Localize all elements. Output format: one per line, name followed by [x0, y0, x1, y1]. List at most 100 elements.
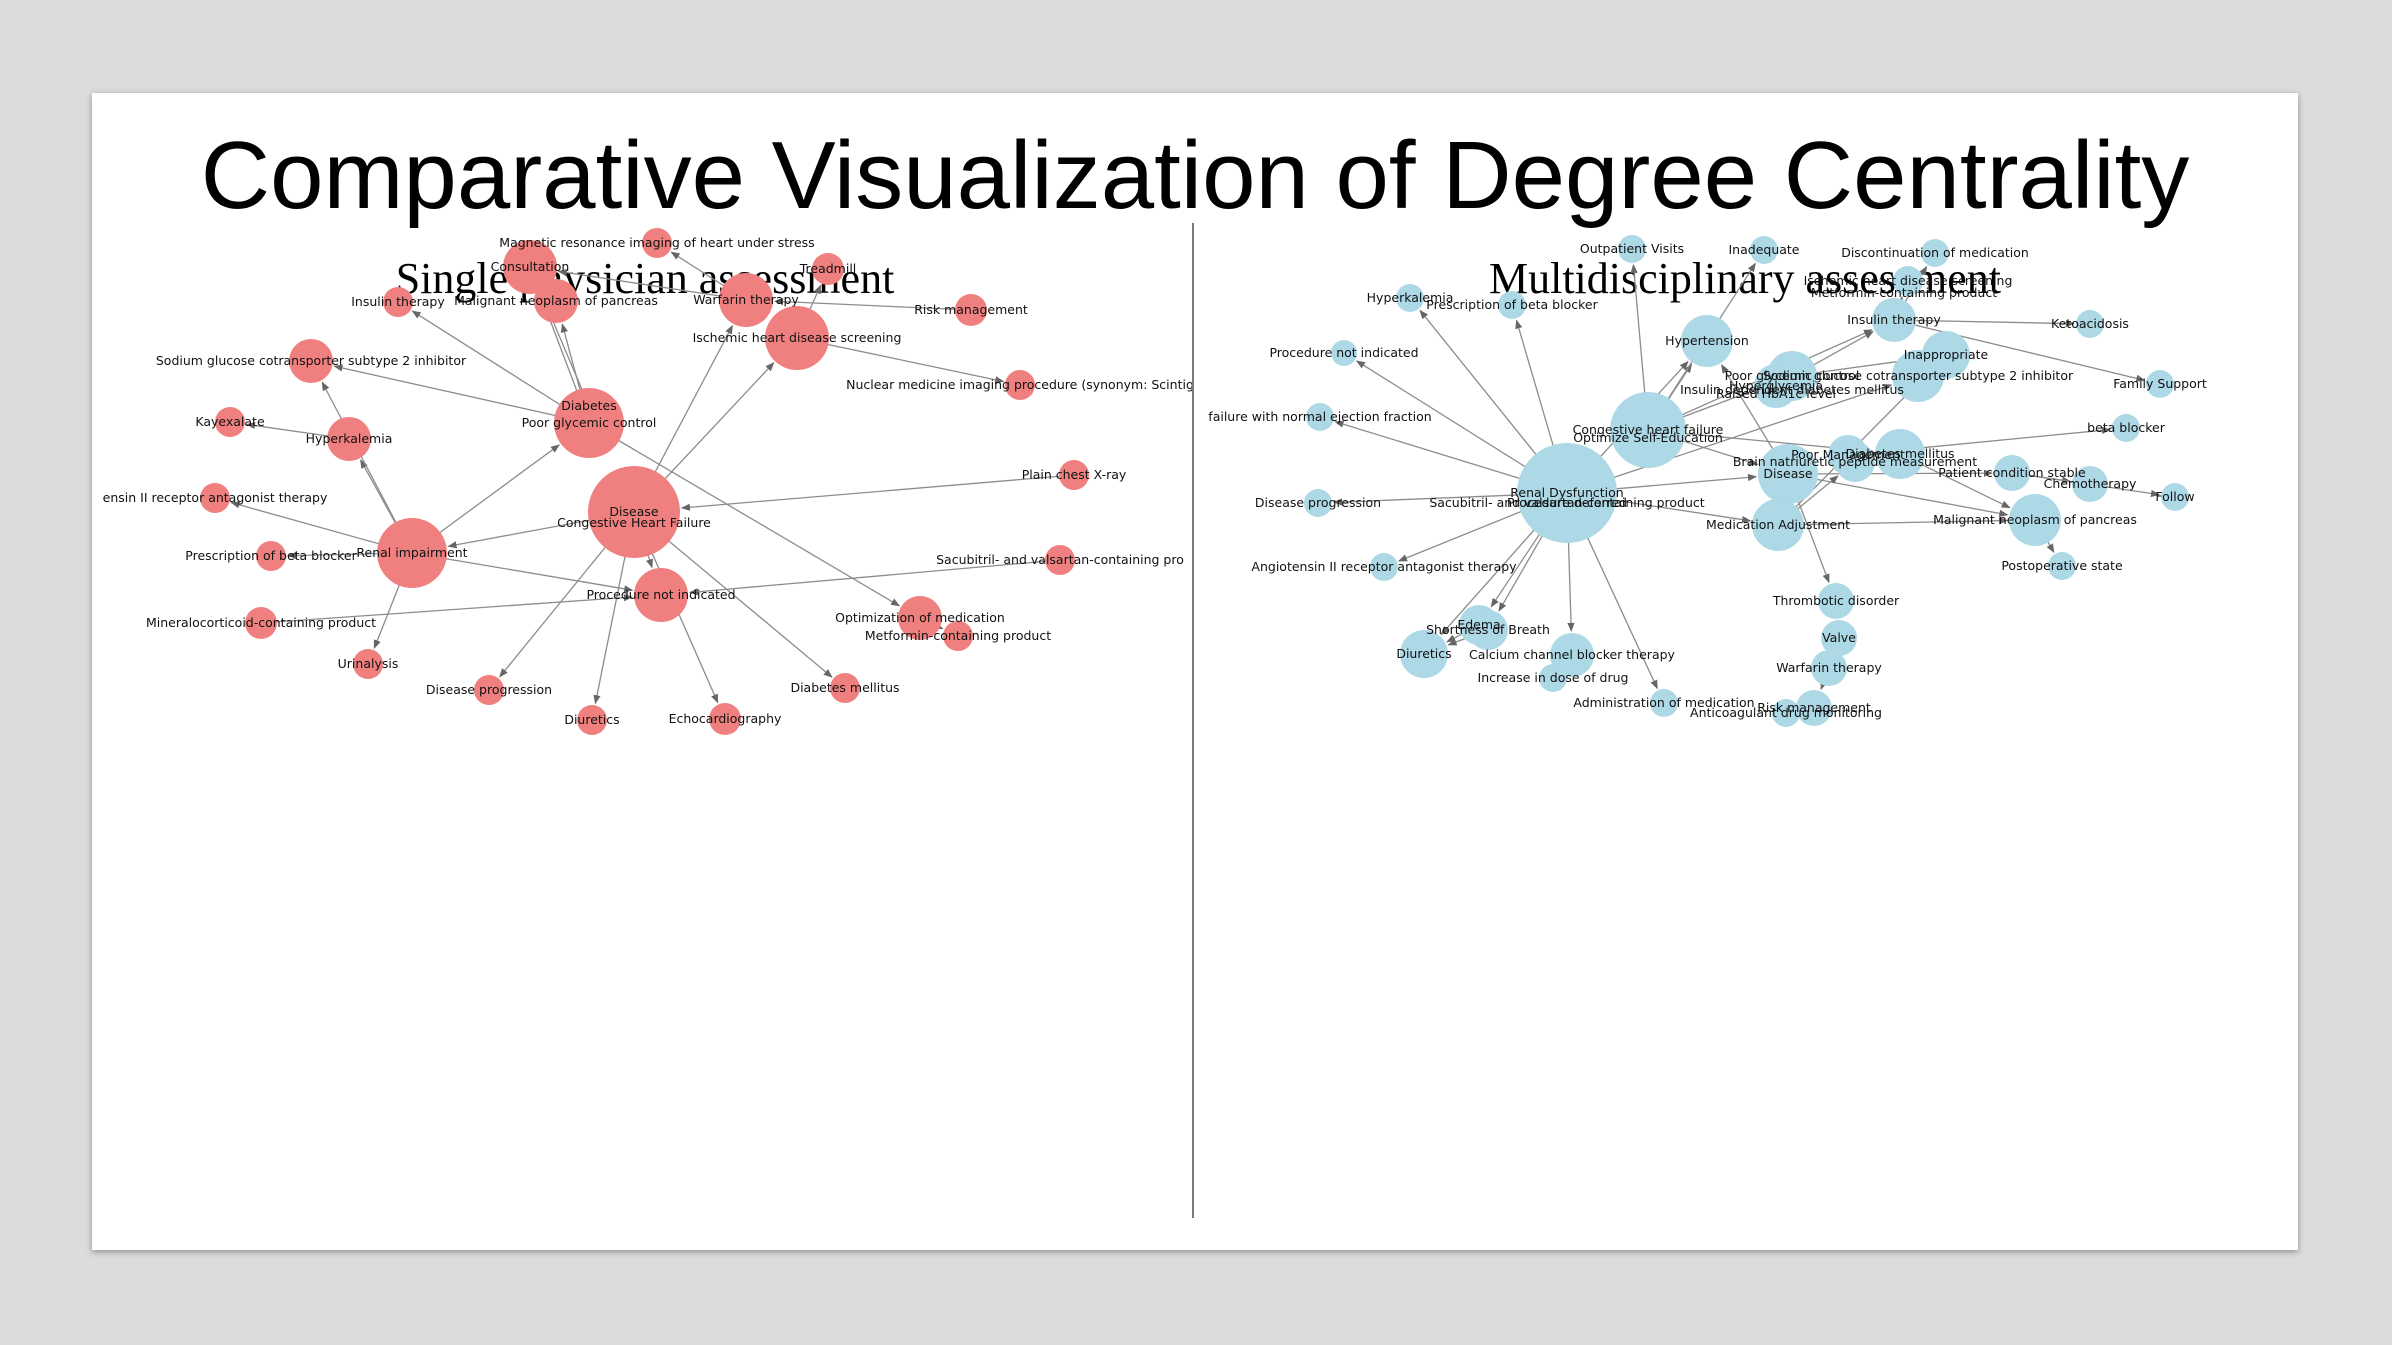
- right-label-incdose: Increase in dose of drug: [1478, 670, 1629, 685]
- right-node-keto: [2076, 310, 2104, 338]
- right-label-hba1c: Raised HbA1c level: [1716, 386, 1836, 401]
- right-label-disease: Disease: [1763, 466, 1812, 481]
- right-label-poorm: Poor Management: [1791, 447, 1905, 462]
- right-node-sob: [1468, 610, 1508, 650]
- right-node-diur: [1400, 630, 1448, 678]
- right-label-adminmed: Administration of medication: [1573, 695, 1754, 710]
- right-label-riskm: Risk management: [1757, 700, 1871, 715]
- left-node-sglt2: [289, 339, 333, 383]
- right-label-edu: Optimize Self-Education: [1573, 430, 1723, 445]
- left-node-nuclear: [1005, 370, 1035, 400]
- right-label-sglt2: Sodium glucose cotransporter subtype 2 i…: [1763, 368, 2074, 383]
- left-node-renal: [377, 518, 447, 588]
- right-node-dm: [1875, 429, 1925, 479]
- right-label-pgc: Poor glycemic control: [1725, 368, 1860, 383]
- right-label-bb: Prescription of beta blocker: [1426, 297, 1598, 312]
- right-label-dm: Diabetes mellitus: [1845, 446, 1954, 461]
- left-label-metformin: Metformin-containing product: [865, 628, 1051, 643]
- right-label-hyperk: Hyperkalemia: [1367, 290, 1454, 305]
- right-node-pni: [1331, 340, 1357, 366]
- left-label-dm: Diabetes mellitus: [790, 680, 899, 695]
- right-node-thromb: [1818, 583, 1854, 619]
- left-node-cxr: [1059, 460, 1089, 490]
- right-node-renald: [1517, 443, 1617, 543]
- right-node-mnp: [2009, 494, 2061, 546]
- right-label-sacub: Sacubitril- and valsartan-containing pro…: [1429, 495, 1704, 510]
- right-label-insulin: Insulin therapy: [1847, 312, 1941, 327]
- right-node-follow: [2161, 483, 2189, 511]
- left-label-renal: Renal impairment: [356, 545, 467, 560]
- right-node-insulin: [1872, 298, 1916, 342]
- left-edge-renal-pni: [411, 552, 634, 593]
- right-node-betab: [2112, 414, 2140, 442]
- right-node-inadq: [1750, 236, 1778, 264]
- left-node-diuretics: [577, 705, 607, 735]
- left-label-warfarin: Warfarin therapy: [693, 292, 799, 307]
- left-label-hyperk: Hyperkalemia: [306, 431, 393, 446]
- right-node-opv: [1618, 235, 1646, 263]
- left-label-mri: Magnetic resonance imaging of heart unde…: [499, 235, 814, 250]
- right-label-opv: Outpatient Visits: [1580, 241, 1684, 256]
- left-label-bb: Prescription of beta blocker: [185, 548, 357, 563]
- left-node-mnp: [534, 279, 578, 323]
- right-label-metf: Metformin-containing product: [1811, 285, 1997, 300]
- right-node-hyperk: [1396, 284, 1424, 312]
- right-label-edema: Edema: [1457, 617, 1500, 632]
- left-node-urin: [353, 649, 383, 679]
- left-label-kayex: Kayexalate: [195, 414, 265, 429]
- right-edge-medadj-mnp: [1777, 517, 2008, 526]
- left-node-ihds: [765, 306, 829, 370]
- left-label-nuclear: Nuclear medicine imaging procedure (syno…: [846, 377, 1192, 392]
- right-node-riskm: [1796, 690, 1832, 726]
- right-node-warf: [1811, 650, 1847, 686]
- left-label-pni: Procedure not indicated: [586, 587, 735, 602]
- left-edge-risk-warfarin: [774, 298, 972, 311]
- left-node-disease: [588, 466, 680, 558]
- right-label-acmon: Anticoagulant drug monitoring: [1690, 705, 1882, 720]
- right-label-iddm: Insulin dependent diabetes mellitus: [1680, 382, 1904, 397]
- left-label-chf: Congestive Heart Failure: [557, 515, 711, 530]
- right-node-medadj: [1752, 499, 1804, 551]
- right-label-pcs: Patient condition stable: [1938, 465, 2086, 480]
- left-label-sacub: Sacubitril- and valsartan-containing pro: [936, 552, 1184, 567]
- right-edge-renald-sglt2: [1566, 383, 1893, 494]
- left-edge-pgc-optim: [588, 422, 901, 607]
- right-node-bnp: [1835, 442, 1875, 482]
- right-label-htn: Hypertension: [1665, 333, 1749, 348]
- right-node-discont: [1921, 239, 1949, 267]
- right-node-incdose: [1539, 664, 1567, 692]
- right-label-sob: Shortness of Breath: [1426, 622, 1550, 637]
- right-node-acmon: [1772, 699, 1800, 727]
- left-node-bb: [256, 541, 286, 571]
- slide: Comparative Visualization of Degree Cent…: [92, 93, 2298, 1250]
- left-label-cxr: Plain chest X-ray: [1022, 467, 1127, 482]
- left-node-treadmill: [812, 253, 844, 285]
- right-node-chf: [1610, 392, 1686, 468]
- left-node-dprog: [474, 675, 504, 705]
- left-node-metformin: [943, 621, 973, 651]
- left-label-echo: Echocardiography: [669, 711, 782, 726]
- left-node-pgc: [554, 388, 624, 458]
- left-subtitle: Single physician assessment: [395, 254, 895, 303]
- right-node-htn: [1681, 315, 1733, 367]
- left-edge-cxr-disease: [680, 474, 1075, 511]
- right-label-inapp: Inappropriate: [1904, 347, 1989, 362]
- right-label-chf: Congestive heart failure: [1573, 422, 1724, 437]
- left-label-mnp: Malignant neoplasm of pancreas: [454, 293, 658, 308]
- panel-divider: [1192, 223, 1194, 1218]
- left-edge-warfarin-consult: [557, 269, 747, 301]
- left-node-consult: [503, 240, 557, 294]
- right-node-bb: [1498, 291, 1526, 319]
- left-label-optim: Optimization of medication: [835, 610, 1005, 625]
- right-label-dprog: Disease progression: [1255, 495, 1381, 510]
- right-node-valve: [1821, 620, 1857, 656]
- right-label-chemo: Chemotherapy: [2044, 476, 2137, 491]
- right-node-dprog: [1304, 489, 1332, 517]
- right-edge-insulin-family: [1893, 319, 2146, 382]
- right-label-arb: Angiotensin II receptor antagonist thera…: [1251, 559, 1517, 574]
- left-label-diabetes: Diabetes: [561, 398, 617, 413]
- right-edge-disease-mnp: [1787, 473, 2009, 517]
- left-edge-pgc-sglt2: [333, 364, 590, 424]
